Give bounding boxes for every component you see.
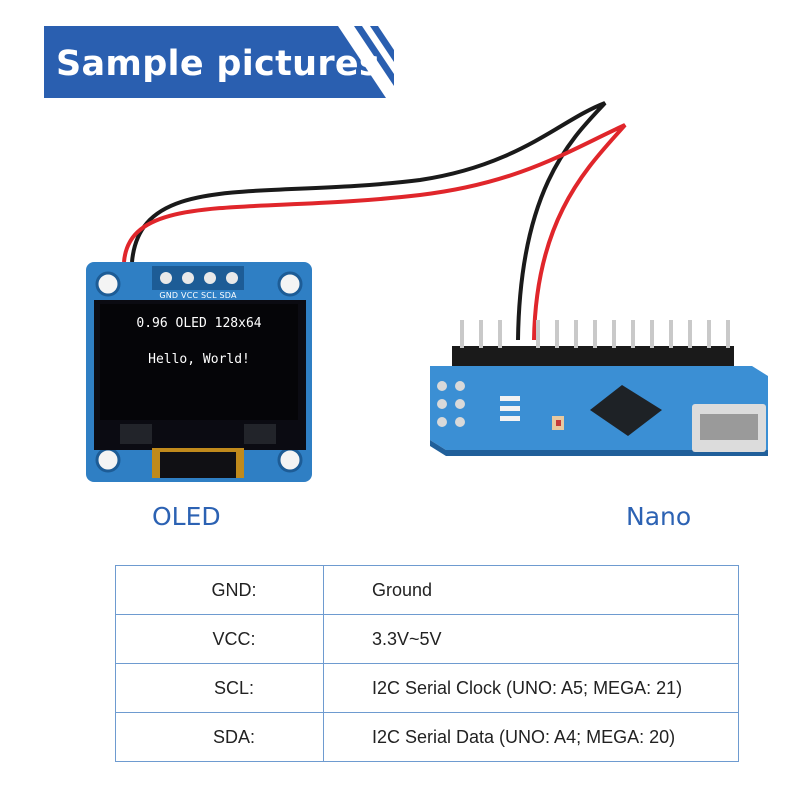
banner-title: Sample pictures — [56, 44, 381, 84]
oled-module — [86, 262, 312, 482]
pin-description: Ground — [323, 565, 739, 615]
oled-pin-header-label: GND VCC SCL SDA — [159, 291, 237, 300]
table-row: GND: Ground — [115, 565, 739, 615]
pin-description: 3.3V~5V — [323, 614, 739, 664]
pin-name: SDA: — [115, 712, 324, 762]
pin-description: I2C Serial Data (UNO: A4; MEGA: 20) — [323, 712, 739, 762]
pin-name: VCC: — [115, 614, 324, 664]
table-row: VCC: 3.3V~5V — [115, 614, 739, 664]
pin-table: GND: Ground VCC: 3.3V~5V SCL: I2C Serial… — [115, 565, 739, 762]
oled-screen-line1: 0.96 OLED 128x64 — [136, 316, 262, 331]
table-row: SCL: I2C Serial Clock (UNO: A5; MEGA: 21… — [115, 663, 739, 713]
red-wire — [122, 123, 627, 341]
table-row: SDA: I2C Serial Data (UNO: A4; MEGA: 20) — [115, 712, 739, 762]
black-wire — [130, 101, 607, 341]
caption-oled: OLED — [152, 502, 221, 531]
nano-board — [430, 320, 768, 456]
wiring-illustration — [86, 101, 768, 482]
section-banner — [44, 26, 394, 98]
pin-description: I2C Serial Clock (UNO: A5; MEGA: 21) — [323, 663, 739, 713]
pin-name: GND: — [115, 565, 324, 615]
oled-screen-line2: Hello, World! — [148, 352, 250, 367]
pin-name: SCL: — [115, 663, 324, 713]
caption-nano: Nano — [626, 502, 692, 531]
